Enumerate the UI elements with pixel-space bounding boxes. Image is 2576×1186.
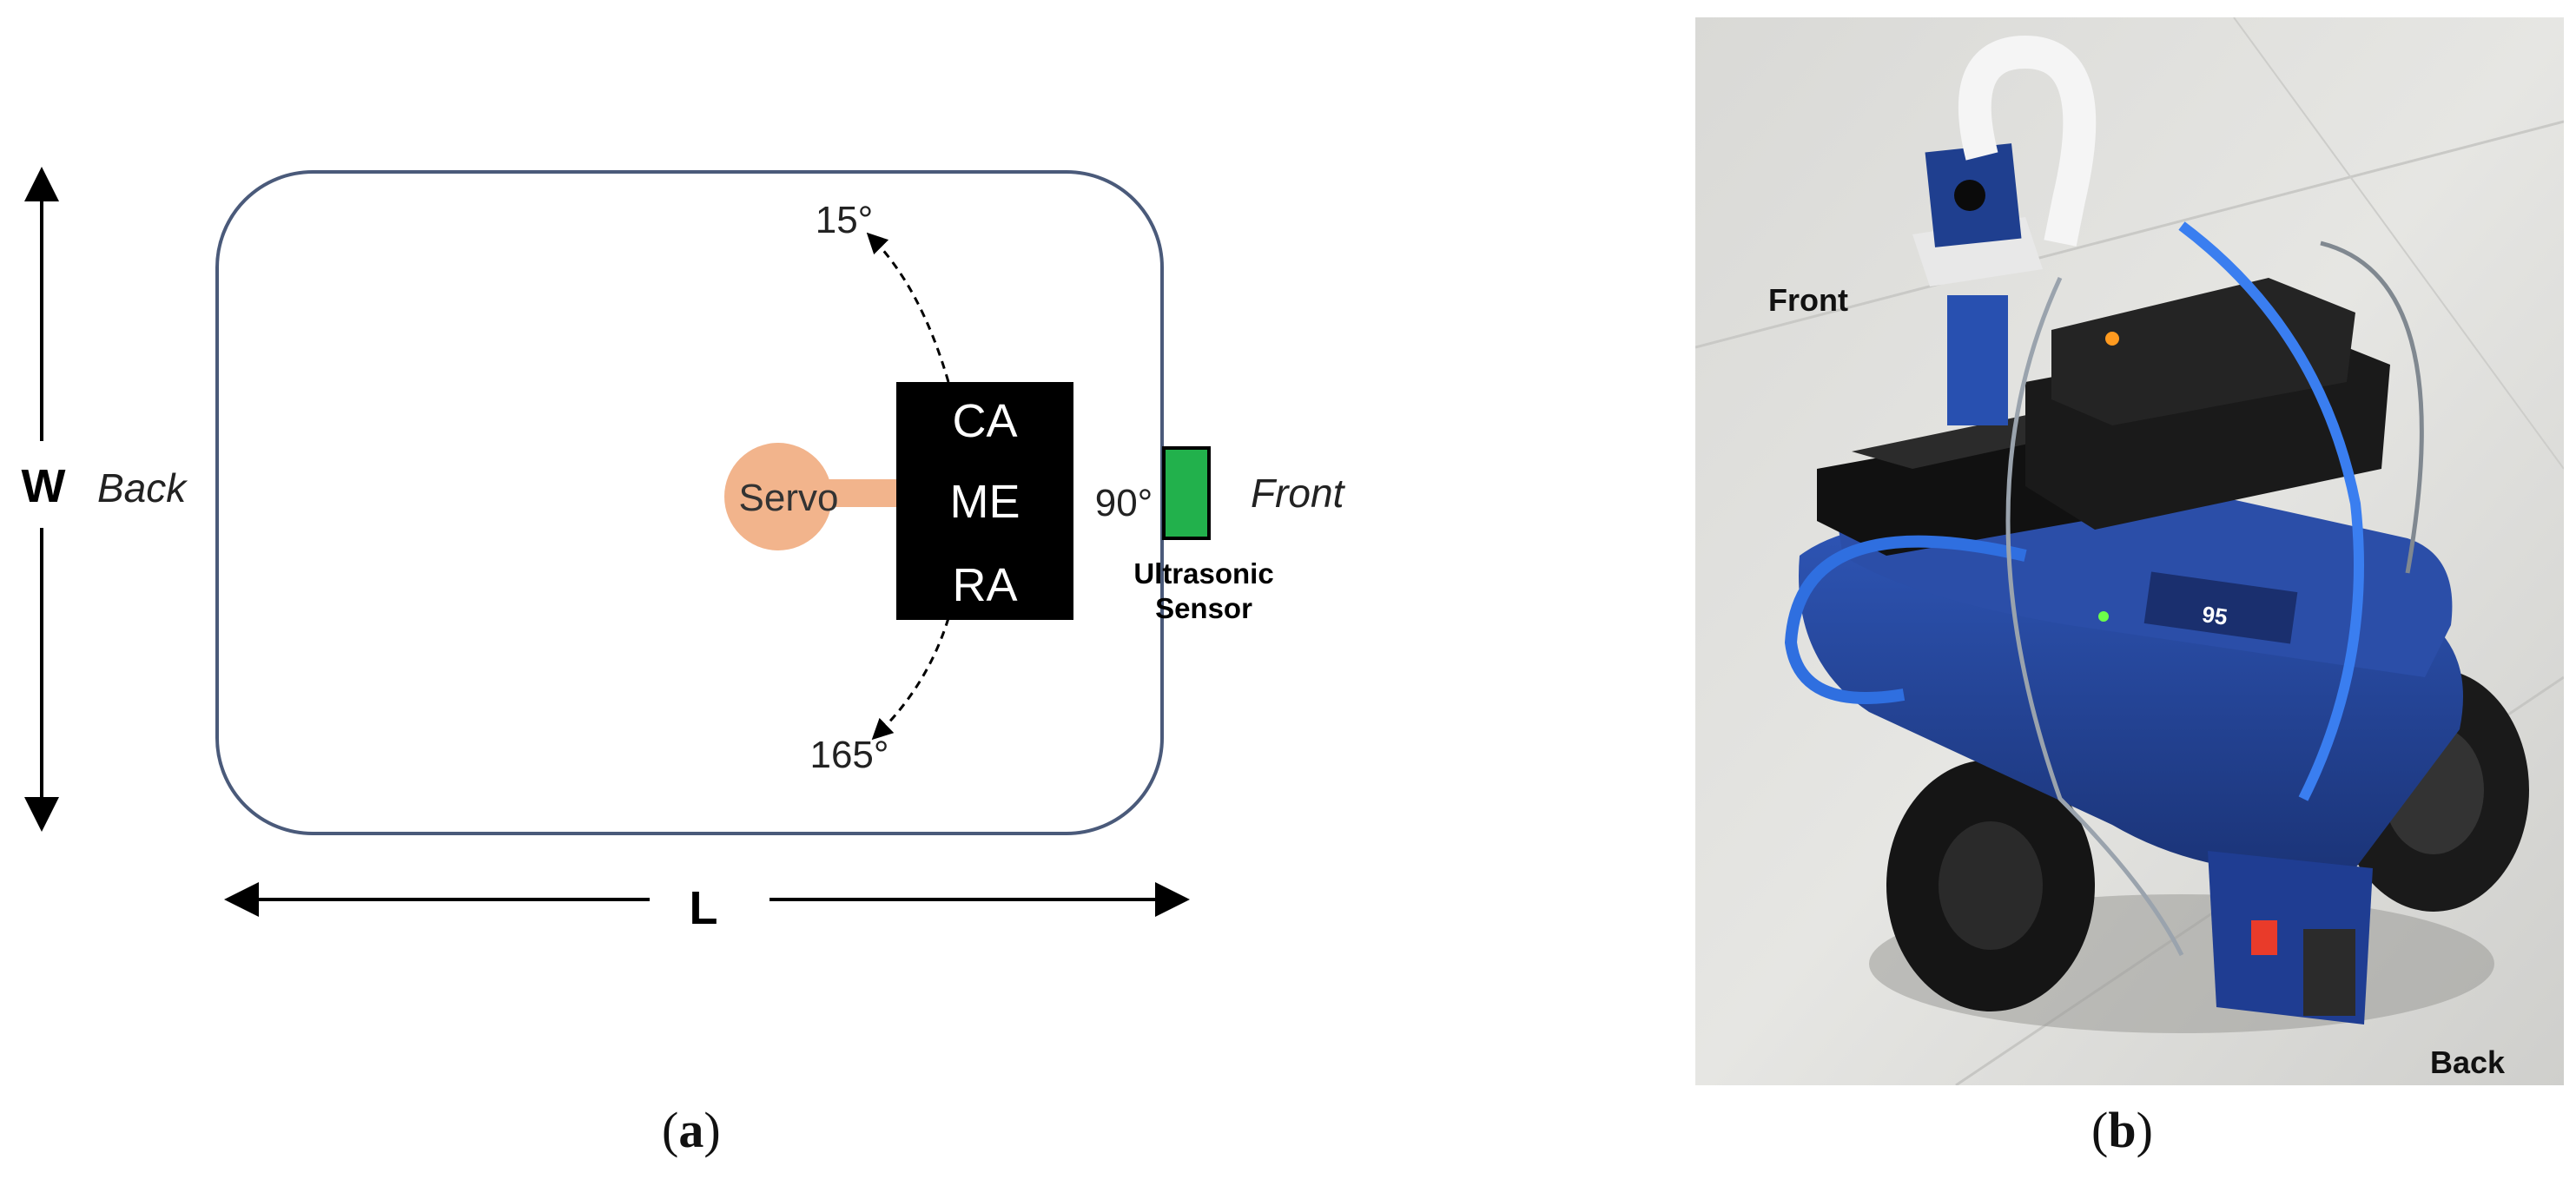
status-led-green	[2098, 611, 2109, 622]
robot-schematic-diagram: W Back L 15° 165° 90° Servo CA ME RA Ult…	[22, 167, 1346, 934]
left-wheel-hub	[1939, 821, 2043, 950]
servo-arm	[825, 479, 898, 507]
display-readout: 95	[2201, 601, 2229, 630]
camera-lens	[1954, 180, 1985, 211]
control-board-top	[2051, 278, 2355, 425]
caption-a: (a)	[662, 1102, 721, 1158]
sensor-label-line-1: Ultrasonic	[1133, 557, 1273, 590]
camera-ribbon-cable	[1958, 35, 2097, 247]
camera-label-line-3: RA	[952, 559, 1017, 611]
length-label: L	[690, 882, 718, 934]
back-label: Back	[97, 465, 188, 511]
angle-165-label: 165°	[809, 734, 888, 776]
caption-a-letter: a	[678, 1102, 704, 1158]
camera-label-line-1: CA	[952, 395, 1017, 447]
caption-b-letter: b	[2108, 1102, 2137, 1158]
floor-tile-seam	[1695, 120, 2564, 349]
status-led	[2105, 332, 2119, 346]
width-label: W	[22, 460, 66, 512]
robot-photo: 95 Front Back	[1695, 17, 2564, 1085]
photo-front-label: Front	[1768, 282, 1848, 318]
sensor-label-line-2: Sensor	[1155, 592, 1252, 624]
photo-back-label: Back	[2430, 1044, 2506, 1080]
camera-block	[896, 382, 1073, 620]
blue-cable	[1784, 535, 2027, 704]
rear-light	[2251, 920, 2277, 955]
caption-b: (b)	[2091, 1102, 2153, 1158]
camera-sweep-arc-lower	[871, 617, 950, 741]
grey-cable	[2005, 276, 2184, 957]
front-label: Front	[1251, 471, 1346, 516]
grey-cable	[2320, 240, 2424, 574]
camera-sweep-arc-upper	[866, 232, 950, 383]
angle-15-label: 15°	[816, 199, 874, 241]
camera-label-line-2: ME	[950, 476, 1020, 528]
ultrasonic-sensor	[1162, 446, 1211, 540]
angle-90-label: 90°	[1095, 482, 1153, 524]
rear-sensor-box	[2303, 929, 2355, 1016]
floor-tile-seam	[2233, 17, 2564, 470]
blue-cable	[2178, 221, 2364, 801]
camera-mast	[1947, 295, 2008, 425]
servo-body	[724, 443, 832, 550]
display-panel	[2143, 571, 2298, 644]
servo-label: Servo	[739, 477, 839, 519]
